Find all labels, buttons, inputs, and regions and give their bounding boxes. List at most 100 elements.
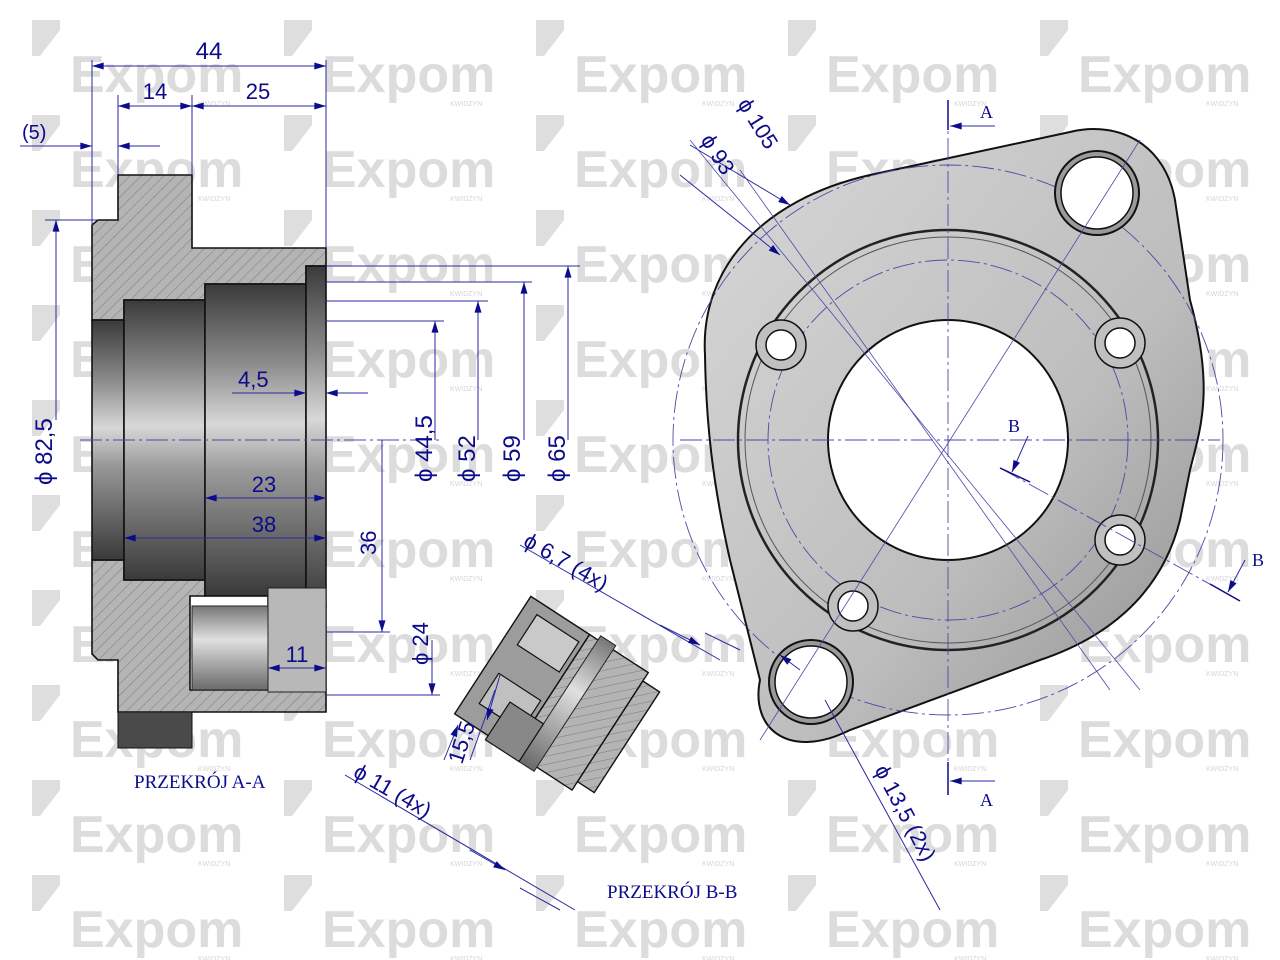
- svg-text:KWIDZYN: KWIDZYN: [954, 861, 986, 868]
- svg-text:KWIDZYN: KWIDZYN: [702, 956, 734, 960]
- dim-14: 14: [143, 79, 167, 104]
- svg-text:Expom: Expom: [826, 901, 999, 959]
- svg-text:KWIDZYN: KWIDZYN: [450, 671, 482, 678]
- svg-text:KWIDZYN: KWIDZYN: [1206, 861, 1238, 868]
- svg-text:Expom: Expom: [1078, 901, 1251, 959]
- svg-text:KWIDZYN: KWIDZYN: [954, 101, 986, 108]
- svg-text:KWIDZYN: KWIDZYN: [702, 766, 734, 773]
- svg-text:Expom: Expom: [322, 426, 495, 484]
- svg-text:KWIDZYN: KWIDZYN: [1206, 576, 1238, 583]
- svg-text:Expom: Expom: [574, 521, 747, 579]
- dim-82-5: ϕ 82,5: [31, 418, 58, 485]
- svg-text:KWIDZYN: KWIDZYN: [450, 956, 482, 960]
- dim-23: 23: [252, 472, 276, 497]
- svg-text:KWIDZYN: KWIDZYN: [1206, 956, 1238, 960]
- dim-4-5: 4,5: [238, 367, 269, 392]
- svg-text:Expom: Expom: [70, 806, 243, 864]
- svg-text:Expom: Expom: [322, 46, 495, 104]
- svg-text:KWIDZYN: KWIDZYN: [702, 101, 734, 108]
- svg-text:KWIDZYN: KWIDZYN: [198, 196, 230, 203]
- svg-text:KWIDZYN: KWIDZYN: [450, 481, 482, 488]
- dim-59: ϕ 59: [499, 435, 526, 482]
- section-bb-dims: [344, 544, 741, 911]
- svg-text:KWIDZYN: KWIDZYN: [198, 101, 230, 108]
- section-marker-b-right: B: [1252, 550, 1264, 570]
- svg-text:Expom: Expom: [322, 616, 495, 674]
- svg-text:Expom: Expom: [574, 46, 747, 104]
- caption-section-aa: PRZEKRÓJ A-A: [134, 771, 266, 793]
- svg-text:KWIDZYN: KWIDZYN: [1206, 291, 1238, 298]
- svg-text:KWIDZYN: KWIDZYN: [702, 861, 734, 868]
- svg-text:KWIDZYN: KWIDZYN: [1206, 196, 1238, 203]
- section-marker-b-left: B: [1008, 416, 1020, 436]
- dim-5: (5): [22, 122, 46, 144]
- svg-text:KWIDZYN: KWIDZYN: [450, 386, 482, 393]
- svg-text:Expom: Expom: [322, 521, 495, 579]
- dim-24: ϕ 24: [408, 622, 433, 665]
- svg-text:Expom: Expom: [322, 236, 495, 294]
- svg-text:KWIDZYN: KWIDZYN: [1206, 766, 1238, 773]
- svg-text:Expom: Expom: [70, 901, 243, 959]
- dim-52: ϕ 52: [454, 435, 481, 482]
- bolt-hole: [755, 319, 807, 371]
- section-marker-a-top: A: [980, 102, 993, 122]
- mount-hole: [768, 639, 854, 725]
- bolt-hole: [1094, 317, 1146, 369]
- svg-text:Expom: Expom: [826, 46, 999, 104]
- svg-text:Expom: Expom: [322, 806, 495, 864]
- bolt-hole: [1094, 514, 1146, 566]
- svg-text:Expom: Expom: [1078, 46, 1251, 104]
- svg-text:KWIDZYN: KWIDZYN: [198, 766, 230, 773]
- dim-11: 11: [286, 642, 309, 667]
- dim-65: ϕ 65: [544, 435, 571, 482]
- svg-text:KWIDZYN: KWIDZYN: [450, 101, 482, 108]
- svg-text:KWIDZYN: KWIDZYN: [954, 766, 986, 773]
- svg-text:Expom: Expom: [322, 901, 495, 959]
- svg-text:Expom: Expom: [70, 46, 243, 104]
- dim-38: 38: [252, 512, 276, 537]
- svg-text:KWIDZYN: KWIDZYN: [1206, 386, 1238, 393]
- svg-text:KWIDZYN: KWIDZYN: [702, 196, 734, 203]
- dim-25: 25: [246, 79, 270, 104]
- svg-text:KWIDZYN: KWIDZYN: [198, 956, 230, 960]
- svg-text:KWIDZYN: KWIDZYN: [450, 196, 482, 203]
- flange-front-view: [672, 100, 1246, 911]
- svg-text:Expom: Expom: [322, 141, 495, 199]
- svg-text:Expom: Expom: [1078, 806, 1251, 864]
- svg-text:Expom: Expom: [574, 141, 747, 199]
- dim-44-5: ϕ 44,5: [411, 415, 438, 482]
- svg-text:KWIDZYN: KWIDZYN: [1206, 101, 1238, 108]
- svg-text:KWIDZYN: KWIDZYN: [450, 766, 482, 773]
- caption-section-bb: PRZEKRÓJ B-B: [607, 881, 737, 903]
- svg-text:KWIDZYN: KWIDZYN: [450, 291, 482, 298]
- svg-text:Expom: Expom: [826, 806, 999, 864]
- dim-36: 36: [356, 531, 381, 555]
- svg-text:Expom: Expom: [322, 331, 495, 389]
- mount-hole: [1054, 150, 1140, 236]
- section-aa-view: [20, 60, 580, 749]
- svg-text:Expom: Expom: [1078, 711, 1251, 769]
- svg-text:KWIDZYN: KWIDZYN: [954, 956, 986, 960]
- section-marker-a-bottom: A: [980, 790, 993, 810]
- svg-text:Expom: Expom: [574, 901, 747, 959]
- svg-text:KWIDZYN: KWIDZYN: [1206, 671, 1238, 678]
